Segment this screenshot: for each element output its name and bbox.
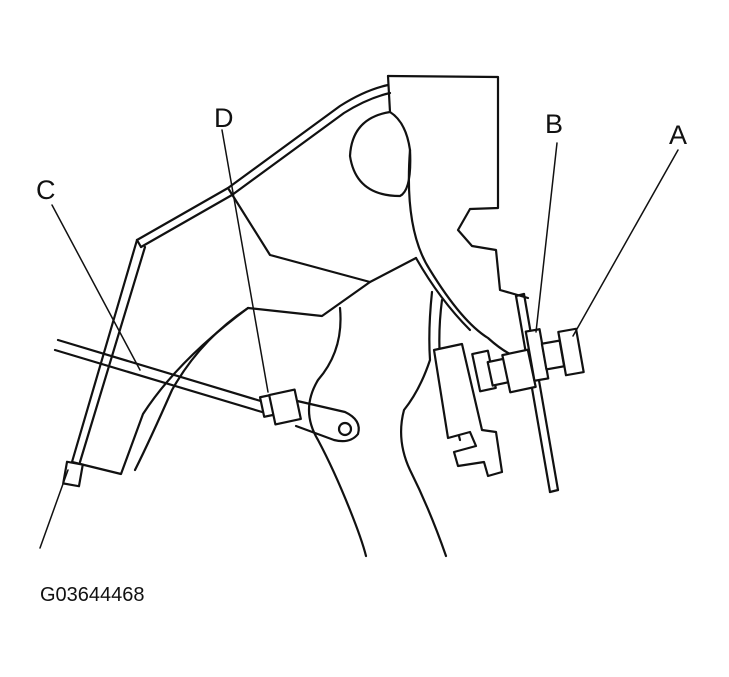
bracket-gusset bbox=[226, 186, 418, 318]
nut-a bbox=[557, 327, 585, 377]
bracket-outline bbox=[62, 83, 392, 488]
cable-c bbox=[53, 338, 360, 443]
switch-bracket bbox=[514, 292, 560, 494]
leader-lines bbox=[39, 129, 679, 549]
label-a: A bbox=[669, 120, 687, 150]
leader-bottom bbox=[39, 469, 69, 549]
leader-b bbox=[535, 142, 558, 333]
leader-c bbox=[51, 204, 141, 371]
leader-a bbox=[572, 149, 679, 337]
figure-id: G03644468 bbox=[40, 584, 145, 606]
pedal-arm bbox=[133, 290, 462, 558]
label-c: C bbox=[36, 175, 56, 205]
switch-body bbox=[432, 342, 537, 478]
leader-d bbox=[221, 129, 269, 393]
label-b: B bbox=[545, 109, 563, 139]
mounting-block bbox=[348, 74, 530, 362]
cable-fitting-d bbox=[258, 388, 302, 426]
label-d: D bbox=[214, 103, 234, 133]
adjuster-nuts bbox=[524, 327, 585, 382]
